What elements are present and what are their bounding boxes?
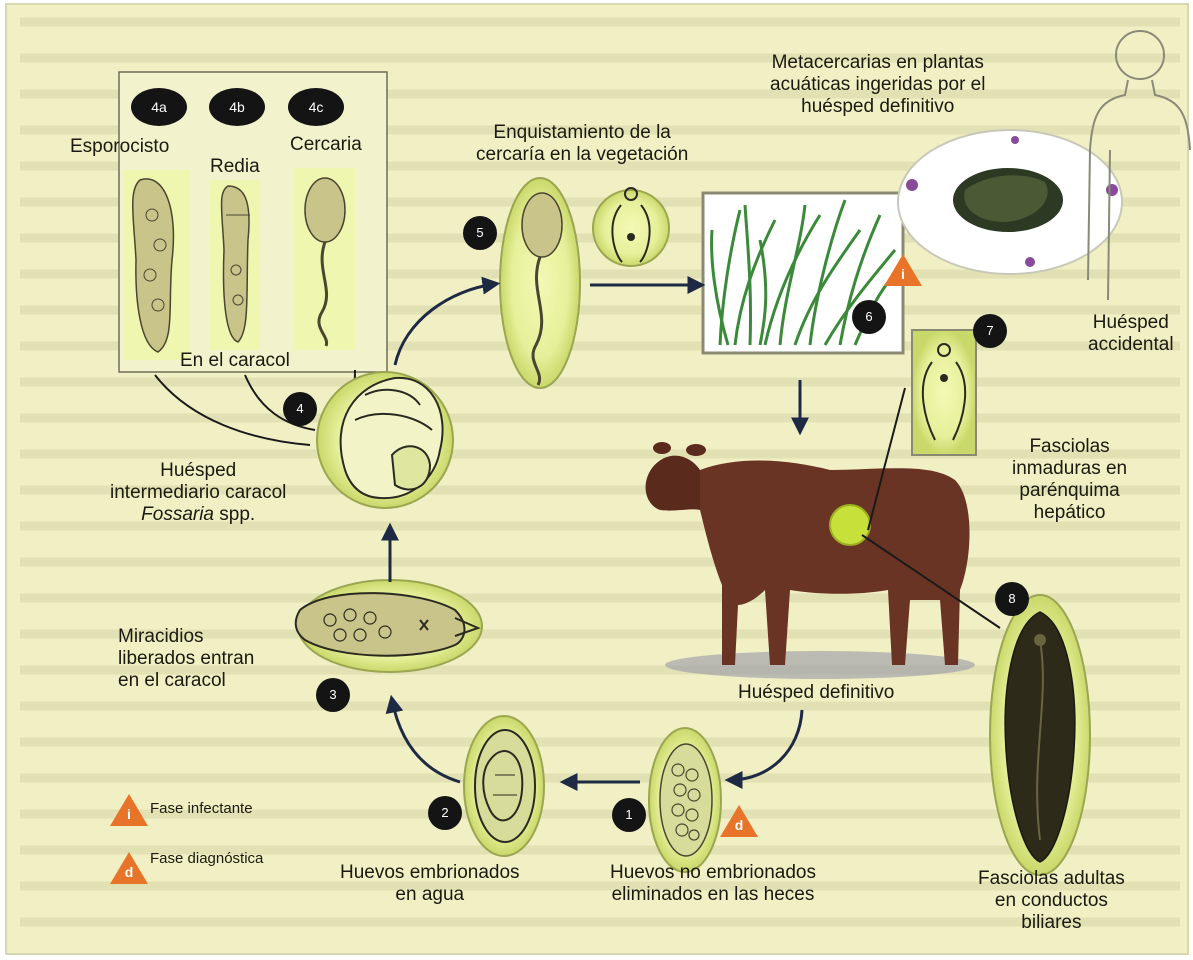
label-metacercarias-line2: acuáticas ingeridas por el — [770, 74, 985, 96]
adult-fluke-image — [990, 595, 1090, 875]
miracidium-image — [296, 580, 482, 672]
label-huesped-accidental: Huésped accidental — [1088, 312, 1174, 356]
label-huesped-accidental-line2: accidental — [1088, 334, 1174, 356]
legend-diagnostic-letter: d — [110, 864, 148, 880]
label-cercaria: Cercaria — [290, 134, 362, 156]
label-fasciolas-inmaduras-line2: inmaduras en — [1012, 458, 1127, 480]
cercaria-oval-image — [500, 178, 580, 388]
label-miracidios: Miracidios liberados entran en el caraco… — [118, 626, 254, 692]
label-metacercarias-line3: huésped definitivo — [770, 96, 985, 118]
label-en-el-caracol: En el caracol — [180, 350, 290, 372]
legend-infective-label: Fase infectante — [150, 800, 253, 817]
label-esporocisto: Esporocisto — [70, 136, 169, 158]
label-miracidios-line3: en el caracol — [118, 670, 254, 692]
label-fasciolas-adultas: Fasciolas adultas en conductos biliares — [978, 868, 1125, 934]
redia-image — [210, 180, 260, 350]
label-enquistamiento-line1: Enquistamiento de la — [476, 122, 688, 144]
label-huevos-no-embrionados-line2: eliminados en las heces — [610, 884, 816, 906]
label-huesped-intermediario: Huésped intermediario caracol Fossaria s… — [110, 460, 286, 526]
label-huevos-embrionados-line2: en agua — [340, 884, 520, 906]
stage-4c-badge: 4c — [288, 88, 344, 126]
label-fasciolas-inmaduras-line4: hepático — [1012, 502, 1127, 524]
label-metacercarias: Metacercarias en plantas acuáticas inger… — [770, 52, 985, 118]
stage-2-badge: 2 — [428, 796, 462, 830]
stage-1-badge: 1 — [612, 798, 646, 832]
label-fossaria-genus: Fossaria — [141, 504, 214, 525]
label-fasciolas-adultas-line1: Fasciolas adultas — [978, 868, 1125, 890]
label-huesped-definitivo: Huésped definitivo — [738, 682, 894, 704]
label-fossaria-suffix: spp. — [214, 504, 255, 525]
snail-image — [317, 372, 453, 508]
stage-4-badge: 4 — [283, 392, 317, 426]
label-huesped-accidental-line1: Huésped — [1088, 312, 1174, 334]
label-huevos-embrionados-line1: Huevos embrionados — [340, 862, 520, 884]
label-fasciolas-adultas-line2: en conductos — [978, 890, 1125, 912]
label-huesped-intermediario-line2: intermediario caracol — [110, 482, 286, 504]
label-miracidios-line1: Miracidios — [118, 626, 254, 648]
stage-6-badge: 6 — [852, 300, 886, 334]
sporocyst-image — [124, 170, 190, 360]
label-huevos-embrionados: Huevos embrionados en agua — [340, 862, 520, 906]
diagnostic-stage-marker-letter: d — [720, 817, 758, 833]
stage-5-badge: 5 — [463, 216, 497, 250]
encysted-cercaria-image — [593, 188, 669, 266]
stage-8-badge: 8 — [995, 582, 1029, 616]
label-huesped-intermediario-line1: Huésped — [110, 460, 286, 482]
label-enquistamiento-line2: cercaría en la vegetación — [476, 144, 688, 166]
label-redia: Redia — [210, 156, 260, 178]
legend-infective-letter: i — [110, 806, 148, 822]
immature-fluke-image — [912, 330, 976, 455]
label-enquistamiento: Enquistamiento de la cercaría en la vege… — [476, 122, 688, 166]
unembryonated-egg-image — [649, 728, 721, 872]
label-huevos-no-embrionados: Huevos no embrionados eliminados en las … — [610, 862, 816, 906]
stage-3-badge: 3 — [316, 678, 350, 712]
embryonated-egg-image — [464, 716, 544, 856]
label-fossaria-line: Fossaria spp. — [110, 504, 286, 526]
label-fasciolas-inmaduras-line1: Fasciolas — [1012, 436, 1127, 458]
infective-stage-marker-letter: i — [884, 266, 922, 282]
label-fasciolas-adultas-line3: biliares — [978, 912, 1125, 934]
label-fasciolas-inmaduras-line3: parénquima — [1012, 480, 1127, 502]
label-miracidios-line2: liberados entran — [118, 648, 254, 670]
stage-7-badge: 7 — [973, 314, 1007, 348]
stage-4a-badge: 4a — [131, 88, 187, 126]
label-metacercarias-line1: Metacercarias en plantas — [770, 52, 985, 74]
cercaria-image — [293, 168, 355, 350]
label-huevos-no-embrionados-line1: Huevos no embrionados — [610, 862, 816, 884]
legend-diagnostic-label: Fase diagnóstica — [150, 850, 263, 867]
label-fasciolas-inmaduras: Fasciolas inmaduras en parénquima hepáti… — [1012, 436, 1127, 524]
stage-4b-badge: 4b — [209, 88, 265, 126]
